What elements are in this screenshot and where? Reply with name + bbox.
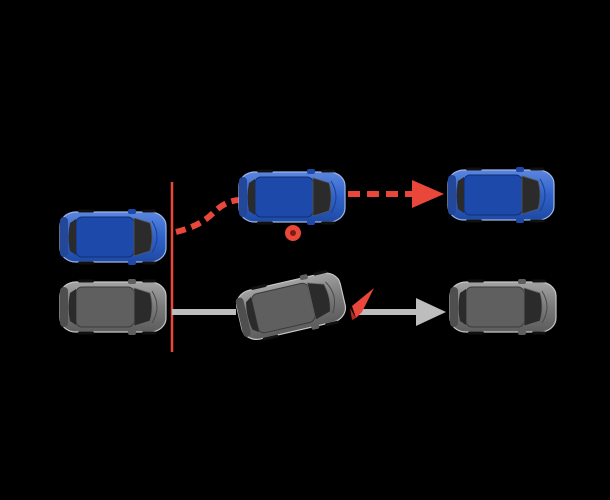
blue-car-end — [447, 166, 555, 224]
gray-car-middle — [232, 266, 350, 347]
red-wedge-marker-icon — [350, 288, 374, 320]
red-arrowhead-icon — [412, 180, 444, 208]
blue-car-start — [59, 208, 167, 266]
gray-car-end — [449, 278, 557, 336]
red-circle-marker-icon — [285, 225, 301, 241]
blue-car-middle — [238, 168, 346, 226]
gray-car-start — [59, 278, 167, 336]
red-dashed-path-curve — [175, 197, 241, 235]
gray-arrowhead-icon — [416, 298, 446, 326]
